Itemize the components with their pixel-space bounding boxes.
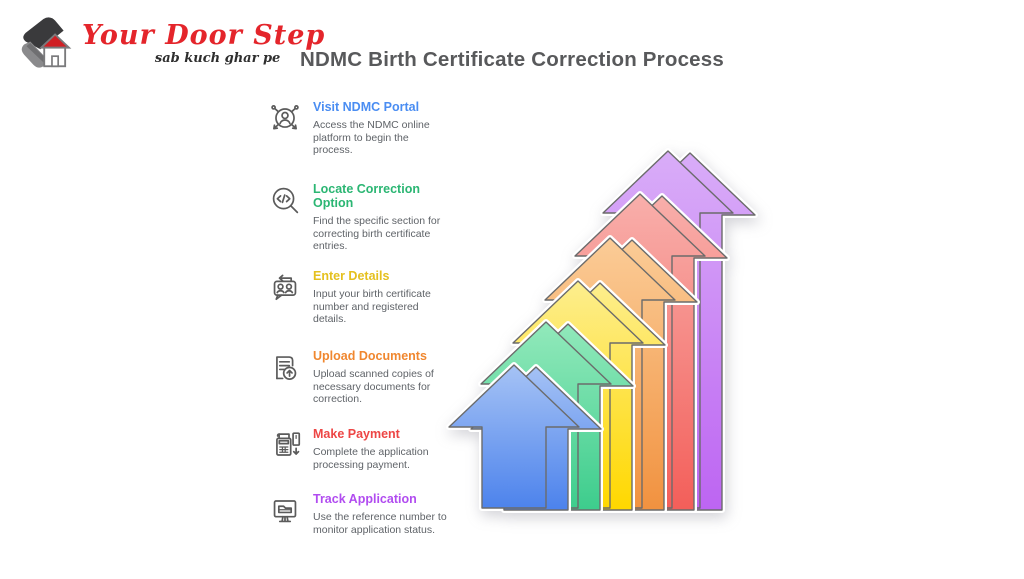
house-logo-icon bbox=[21, 17, 72, 68]
step-description: Access the NDMC online platform to begin… bbox=[313, 119, 430, 156]
step-label: Track Application bbox=[313, 492, 417, 506]
step-locate-correction-option: Locate Correction Option Find the specif… bbox=[266, 182, 447, 253]
step-description: Use the reference number to monitor appl… bbox=[313, 511, 447, 536]
code-search-icon bbox=[266, 182, 304, 220]
step-label: Visit NDMC Portal bbox=[313, 100, 420, 114]
step-label: Enter Details bbox=[313, 269, 390, 283]
process-arrows-diagram bbox=[446, 148, 758, 513]
steps-list: Visit NDMC Portal Access the NDMC online… bbox=[266, 0, 456, 579]
step-description: Find the specific section for correcting… bbox=[313, 215, 441, 252]
step-label: Make Payment bbox=[313, 427, 400, 441]
brand-tagline: sab kuch ghar pe bbox=[154, 51, 281, 66]
step-track-application: Track Application Use the reference numb… bbox=[266, 492, 447, 536]
step-label: Upload Documents bbox=[313, 349, 427, 363]
step-label: Locate Correction Option bbox=[313, 182, 420, 210]
step-description: Complete the application processing paym… bbox=[313, 446, 429, 471]
step-make-payment: Make Payment Complete the application pr… bbox=[266, 427, 447, 471]
monitor-folder-icon bbox=[266, 492, 304, 530]
document-upload-icon bbox=[266, 349, 304, 387]
step-enter-details: Enter Details Input your birth certifica… bbox=[266, 269, 447, 326]
brand-name: Your Door Step bbox=[82, 20, 326, 51]
step-description: Input your birth certificate number and … bbox=[313, 288, 431, 325]
user-network-icon bbox=[266, 100, 304, 138]
payment-terminal-icon bbox=[266, 427, 304, 465]
logo: Your Door Step sab kuch ghar pe bbox=[14, 12, 325, 74]
page-title: NDMC Birth Certificate Correction Proces… bbox=[300, 48, 724, 71]
step-visit-ndmc-portal: Visit NDMC Portal Access the NDMC online… bbox=[266, 100, 447, 157]
step-upload-documents: Upload Documents Upload scanned copies o… bbox=[266, 349, 447, 406]
chat-users-icon bbox=[266, 269, 304, 307]
step-description: Upload scanned copies of necessary docum… bbox=[313, 368, 434, 405]
